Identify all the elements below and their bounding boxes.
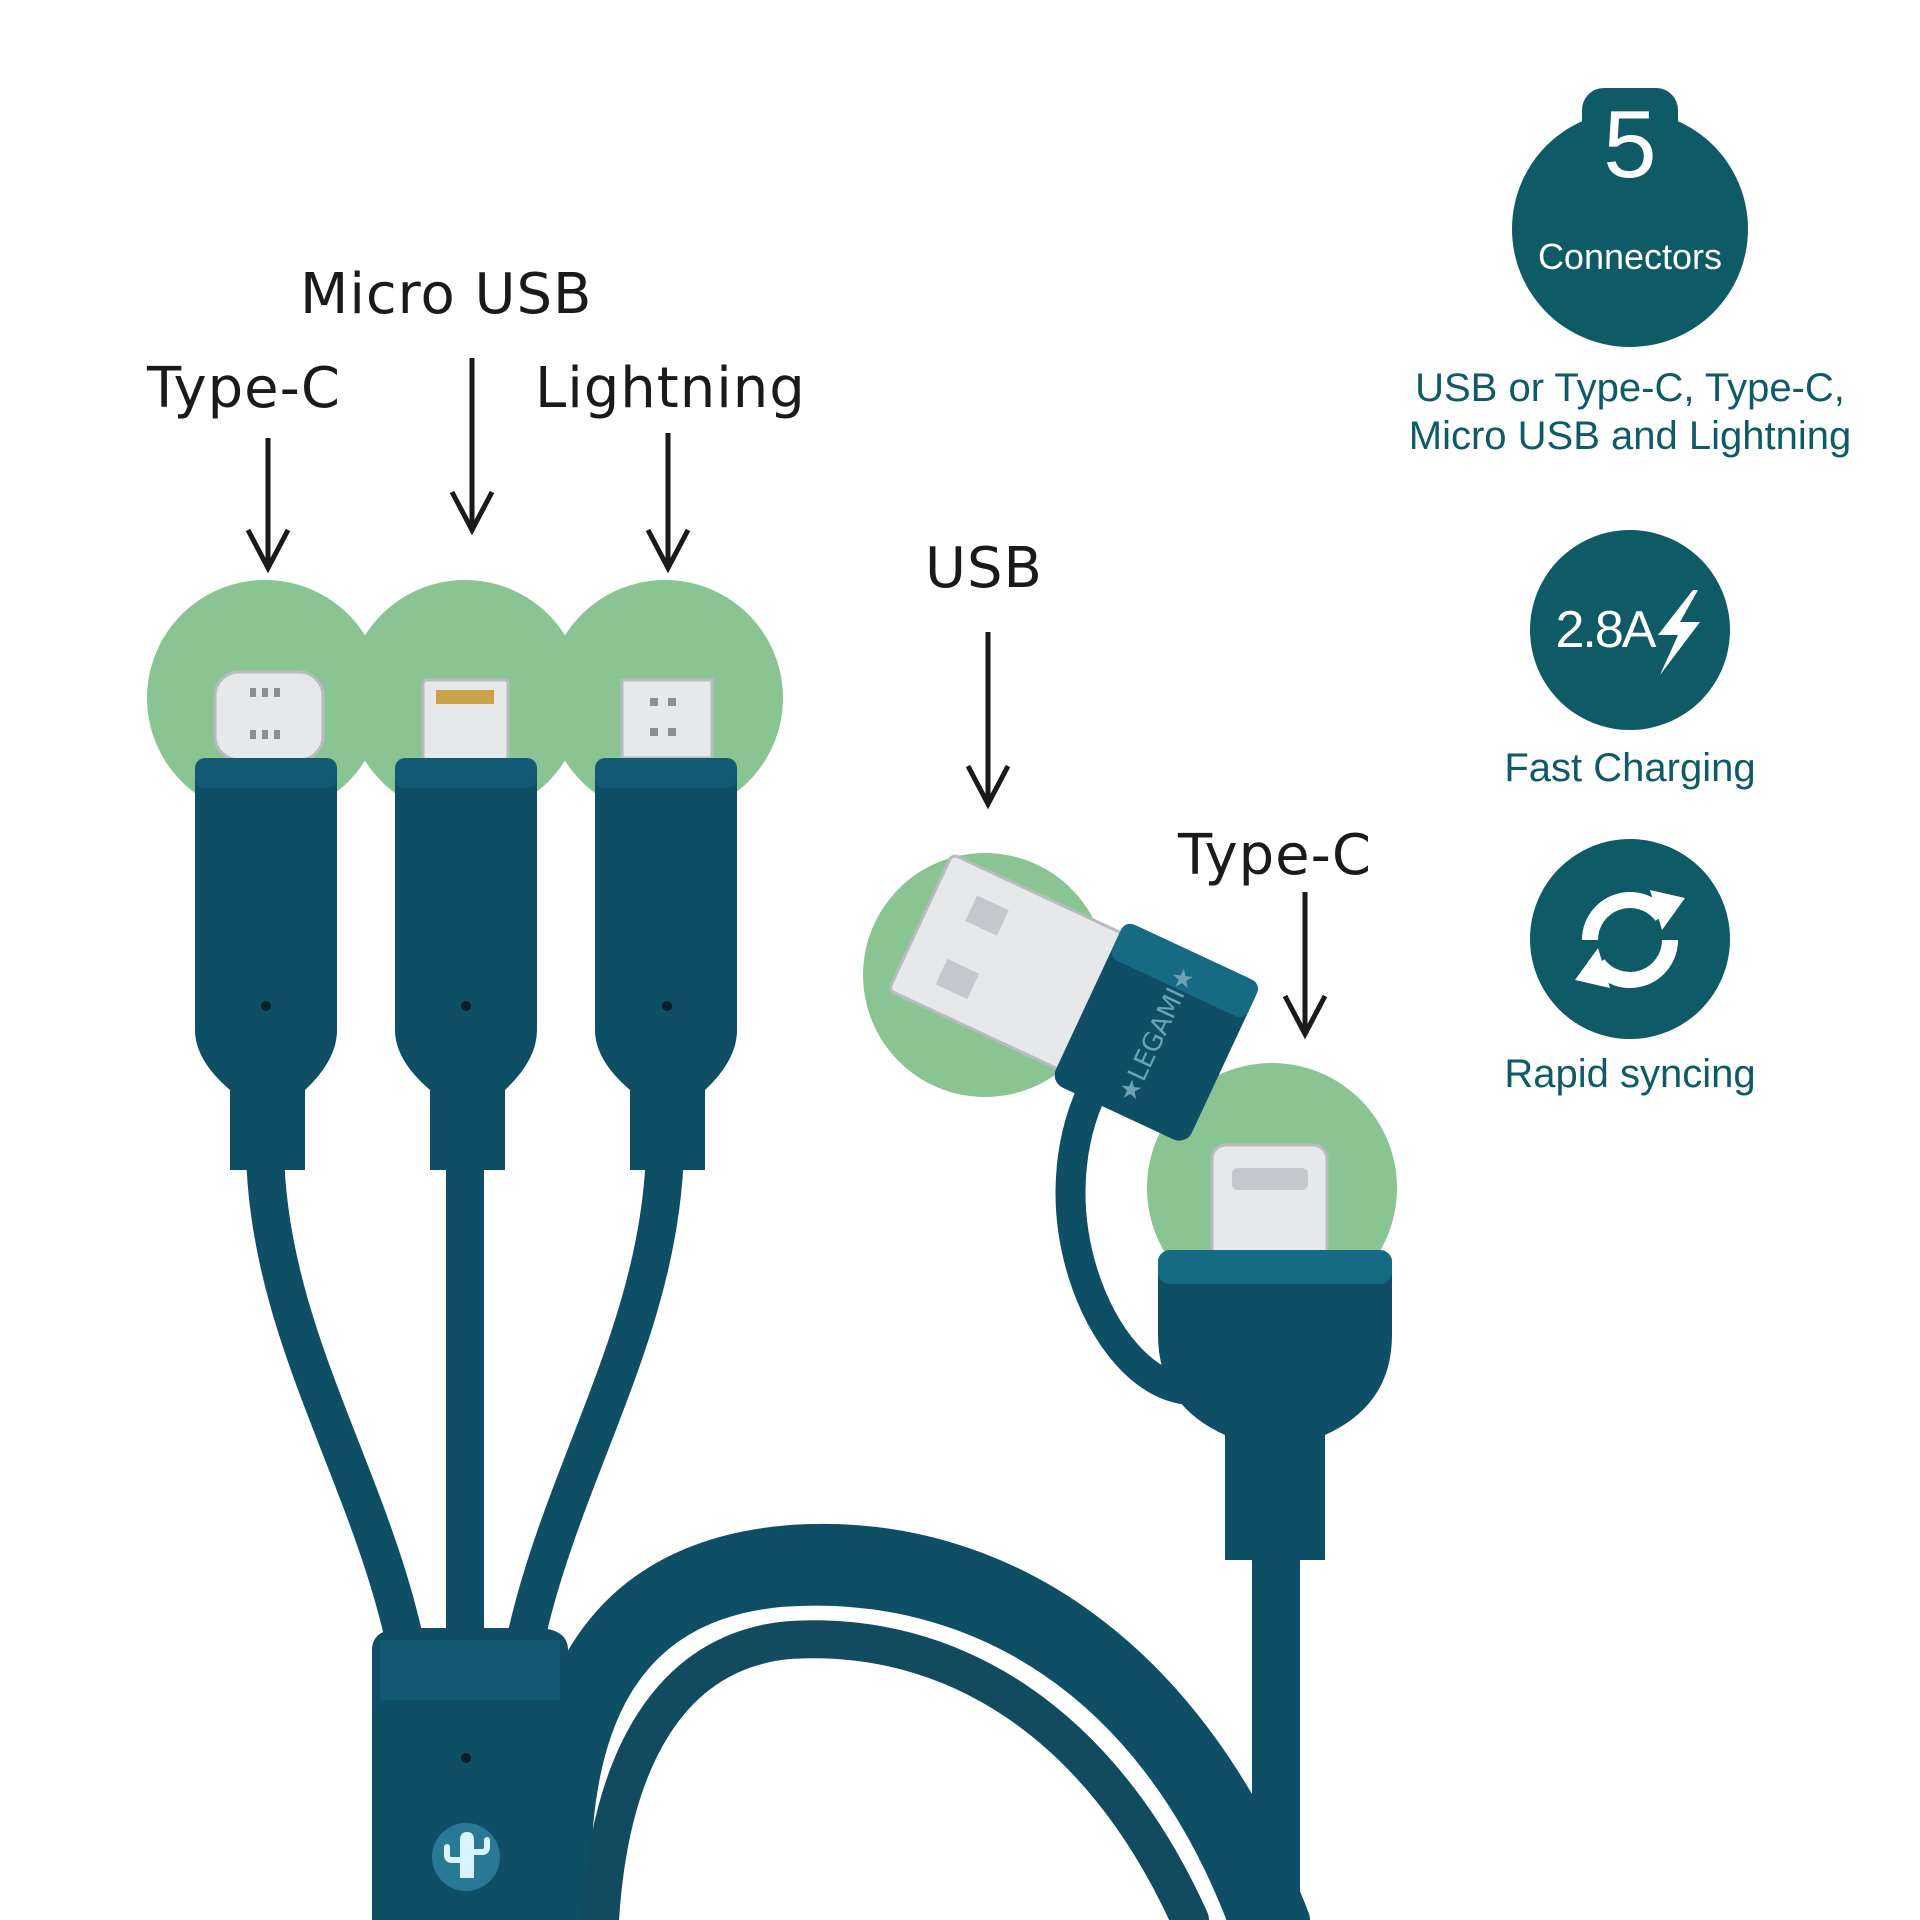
lightning-bolt-icon xyxy=(1658,590,1700,675)
label-micro-usb: Micro USB xyxy=(300,262,593,327)
connectors-number: 5 xyxy=(1603,91,1657,198)
charging-badge-text: 2.8A xyxy=(1555,601,1657,659)
badge-fast-charging xyxy=(1530,530,1730,730)
splitter-hub xyxy=(372,1628,568,1920)
connectors-desc-line1: USB or Type-C, Type-C, xyxy=(1415,366,1845,410)
pointer-arrows xyxy=(245,358,1328,1040)
rapid-syncing-label: Rapid syncing xyxy=(1504,1052,1756,1096)
connectors-desc-line2: Micro USB and Lightning xyxy=(1408,414,1852,458)
label-type-c-left: Type-C xyxy=(147,356,341,421)
cable-coil xyxy=(514,1523,1310,1920)
sync-arrows-icon xyxy=(1582,892,1678,988)
fast-charging-label: Fast Charging xyxy=(1504,746,1756,790)
cactus-icon xyxy=(444,1832,490,1878)
label-usb: USB xyxy=(925,536,1043,601)
label-lightning: Lightning xyxy=(535,356,806,421)
connectors-label: Connectors xyxy=(1537,236,1723,277)
connector-usb-combo: ★LEGAMI★ xyxy=(889,854,1392,1920)
label-type-c-right: Type-C xyxy=(1178,823,1372,888)
badge-connectors xyxy=(1512,88,1748,347)
connector-lightning xyxy=(395,678,537,1170)
connector-micro-usb xyxy=(595,678,737,1170)
connector-type-c-left xyxy=(195,670,337,1170)
badge-rapid-syncing xyxy=(1530,839,1730,1039)
